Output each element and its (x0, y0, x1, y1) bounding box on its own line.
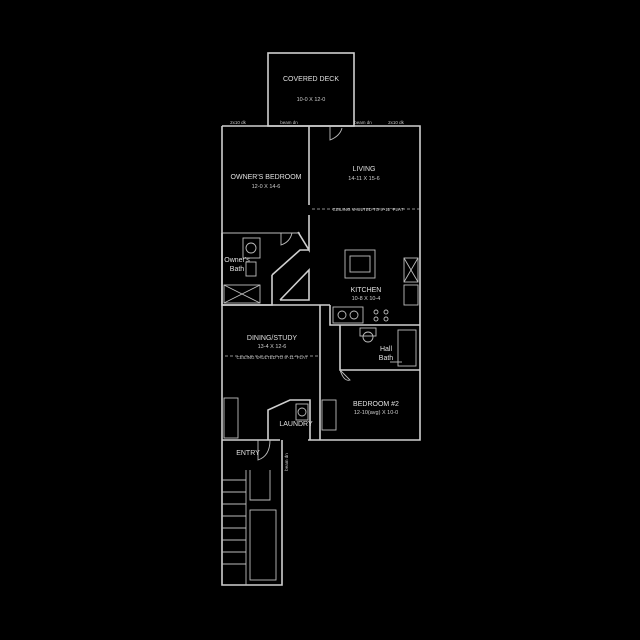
dining-study-name: DINING/STUDY (247, 335, 298, 342)
dining-study-dims: 13-4 X 12-6 (258, 344, 287, 350)
living-dims: 14-11 X 15-6 (348, 176, 379, 182)
deck-dims: 10-0 X 12-0 (297, 97, 326, 103)
laundry-name: LAUNDRY (279, 421, 313, 428)
living-ceiling-note: CEILING VAULTED TO 9'-11" FLAT (333, 207, 404, 212)
deck-far-right-tag: 2x10 dk (388, 120, 405, 125)
deck-right-tag: beam dn (354, 120, 372, 125)
owners-bedroom-dims: 12-0 X 14-6 (252, 184, 281, 190)
bedroom2-name: BEDROOM #2 (353, 401, 399, 408)
deck-left-tag: 2x10 dk (230, 120, 247, 125)
dining-ceiling-note: CEILING VAULTED TO 9'-11" FLAT (237, 355, 308, 360)
interior-walls (221, 126, 420, 585)
outer-walls (221, 125, 421, 586)
owners-bath-name-line1: Owner's (224, 257, 250, 264)
entry-name: ENTRY (236, 450, 260, 457)
deck-mid-tag: beam dn (280, 120, 298, 125)
kitchen-name: KITCHEN (351, 287, 382, 294)
owners-bedroom-name: OWNER'S BEDROOM (231, 174, 302, 181)
hall-bath-name-line1: Hall (380, 346, 393, 353)
covered-deck: COVERED DECK 10-0 X 12-0 (267, 52, 355, 127)
kitchen-dims: 10-8 X 10-4 (352, 296, 381, 302)
entry-tag: beam dn (284, 453, 289, 471)
owners-bath-name-line2: Bath (230, 266, 245, 273)
bedroom2-dims: 12-10(avg) X 10-0 (354, 410, 398, 416)
deck-name: COVERED DECK (283, 76, 339, 83)
staircase (222, 470, 277, 585)
hall-bath-name-line2: Bath (379, 355, 394, 362)
living-name: LIVING (353, 166, 376, 173)
